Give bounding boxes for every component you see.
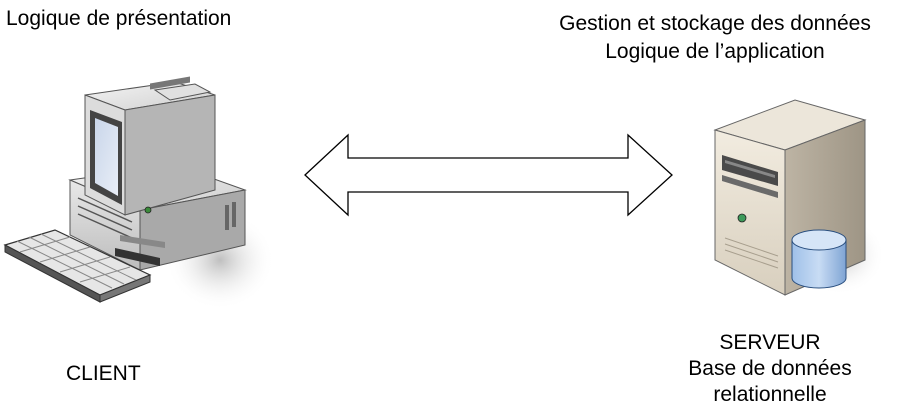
server-label-line-1: SERVEUR: [719, 331, 821, 354]
server-label-line-3: relationnelle: [713, 383, 827, 406]
client-label: CLIENT: [66, 362, 141, 385]
client-role-label: Logique de présentation: [6, 7, 232, 30]
server-label: SERVEUR Base de données relationnelle: [660, 330, 880, 408]
double-headed-arrow: [304, 133, 673, 217]
database-cylinder-icon: [791, 229, 847, 289]
server-roles: Gestion et stockage des données Logique …: [520, 10, 910, 66]
server-label-line-2: Base de données: [688, 357, 852, 380]
server-role-line-1: Gestion et stockage des données: [559, 12, 871, 35]
desktop-computer-icon: [3, 76, 275, 310]
server-tower-icon: [713, 99, 885, 296]
server-role-line-2: Logique de l’application: [605, 40, 825, 63]
